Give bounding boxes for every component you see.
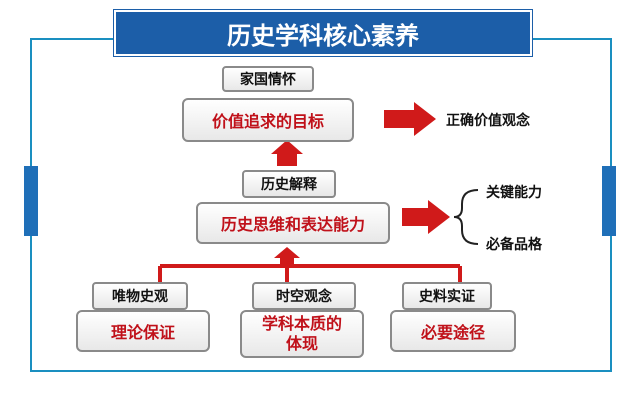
result-key-ability: 关键能力 <box>486 185 542 201</box>
curly-brace <box>453 189 479 245</box>
box-value-goal: 价值追求的目标 <box>182 98 354 142</box>
label-space-time: 时空观念 <box>252 282 356 310</box>
right-side-tab <box>602 166 616 236</box>
label-evidence: 史料实证 <box>402 282 492 310</box>
result-essential-character: 必备品格 <box>486 237 542 253</box>
box-discipline-essence: 学科本质的 体现 <box>240 310 364 358</box>
result-value-concept: 正确价值观念 <box>446 113 530 129</box>
box-necessary-path: 必要途径 <box>390 310 516 352</box>
up-arrow-middle <box>274 247 300 268</box>
box-theory-guarantee: 理论保证 <box>76 310 210 352</box>
right-arrow-top <box>384 102 436 136</box>
label-history-interpretation: 历史解释 <box>242 170 336 198</box>
label-family-country: 家国情怀 <box>222 66 314 92</box>
right-arrow-middle <box>402 200 450 234</box>
left-side-tab <box>24 166 38 236</box>
diagram-title: 历史学科核心素养 <box>114 10 532 56</box>
box-discipline-essence-line2: 体现 <box>285 334 318 353</box>
box-discipline-essence-line1: 学科本质的 <box>261 314 342 333</box>
box-thinking-expression: 历史思维和表达能力 <box>196 202 390 244</box>
label-historical-materialism: 唯物史观 <box>92 282 188 310</box>
up-arrow-top <box>271 140 303 166</box>
